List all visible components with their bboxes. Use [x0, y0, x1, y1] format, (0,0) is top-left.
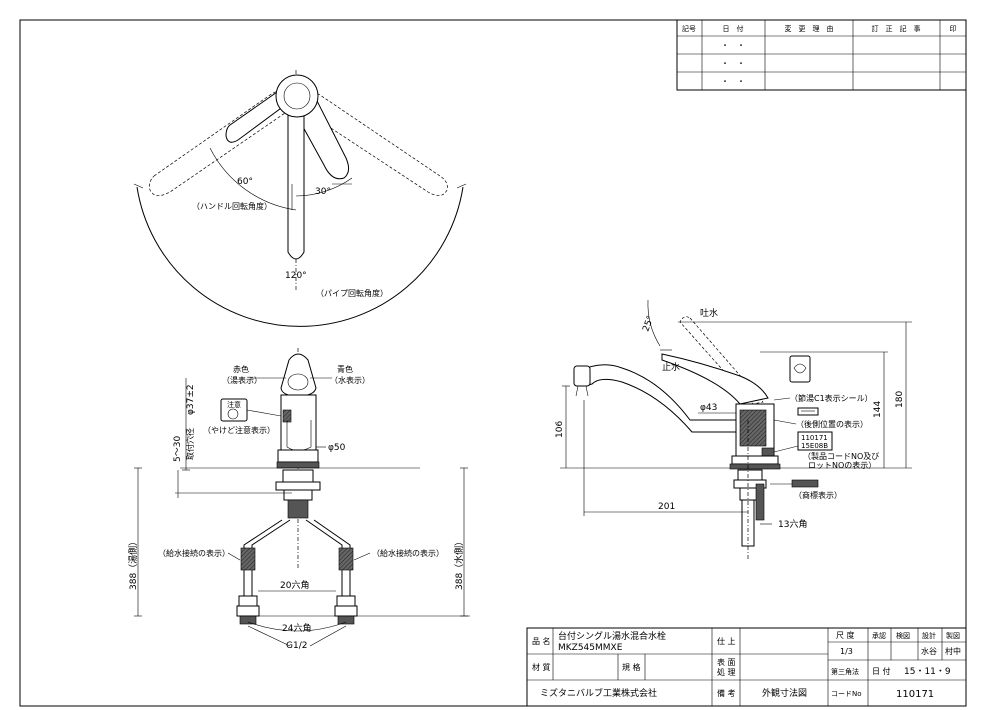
red-label: 赤色 [233, 364, 249, 374]
handle-left-ghost [149, 89, 295, 196]
pipe-rotation-arc [136, 186, 464, 327]
rev-header-seal: 印 [950, 25, 957, 33]
trademark-icon [791, 479, 819, 488]
supply-pipe-right [305, 519, 343, 600]
tb-material-label: 材 質 [532, 662, 551, 672]
rev-header-date: 日 付 [723, 24, 744, 33]
tb-code-value: 110171 [896, 689, 934, 700]
angle-60: 60° [237, 177, 253, 187]
tb-check-label: 検図 [896, 631, 910, 640]
dim-13hex: 13六角 [778, 518, 807, 530]
angle-120: 120° [285, 271, 307, 281]
front-view: 注意 赤色 （湯表示） 青色 （水表示） （やけど注意表示） φ37±2 取付穴… [127, 348, 470, 651]
blue-sub: （水表示） [330, 375, 370, 385]
dim-d50: φ50 [328, 443, 346, 453]
tb-remarks-label: 備 考 [717, 688, 736, 698]
tb-date-label: 日 付 [872, 666, 891, 676]
tb-name-value-1: 台付シングル湯水混合水栓 [558, 630, 666, 642]
rev-row-2-date: ・ ・ [721, 59, 745, 68]
seal-icon [789, 355, 811, 383]
supply-pipe-left [243, 519, 283, 600]
dim-d43: φ43 [700, 403, 717, 413]
red-sub: （湯表示） [222, 375, 262, 385]
rev-header-reason: 変 更 理 由 [785, 24, 834, 33]
dim-144: 144 [873, 401, 883, 418]
dim-d37: φ37±2 [186, 384, 196, 415]
angle-25: 25° [641, 315, 656, 333]
trademark-note: （商標表示） [794, 490, 842, 500]
supply-note-right: （給水接続の表示） [372, 548, 444, 558]
rear-note: （後側位置の表示） [796, 419, 868, 429]
dim-180: 180 [895, 391, 905, 408]
tb-surface-label-2: 処 理 [717, 667, 736, 677]
spout-label: 吐水 [700, 307, 718, 319]
dim-201: 201 [658, 502, 675, 512]
rear-marker-icon [797, 407, 819, 416]
dim-106: 106 [555, 421, 565, 438]
tb-surface-label-1: 表 面 [717, 657, 736, 667]
tb-date-value: 15・11・9 [904, 667, 951, 677]
tb-remarks-value: 外観寸法図 [762, 687, 807, 699]
tb-name-label: 品 名 [532, 636, 551, 646]
tb-company: ミズタニバルブ工業株式会社 [540, 687, 657, 699]
seal-note: （節湯C1表示シール） [790, 393, 873, 403]
side-handle-closed [661, 353, 769, 405]
dim-388-hot: 388（湯側） [127, 537, 139, 590]
stop-label: 止水 [662, 361, 680, 373]
tb-scale-value: 1/3 [840, 647, 853, 656]
spout-top [287, 101, 305, 260]
tb-design-label: 設計 [922, 631, 936, 640]
tb-projection: 第三角法 [831, 667, 859, 676]
tb-code-label: コードNo [831, 690, 862, 698]
code-note-2: ロットNOの表示） [808, 460, 876, 470]
tb-spec-label: 規 格 [622, 662, 641, 672]
dim-388-cold: 388（水側） [453, 537, 465, 590]
burn-note: （やけど注意表示） [203, 425, 275, 435]
side-handle-open [679, 316, 764, 405]
rev-header-note: 訂 正 記 事 [872, 24, 921, 33]
revision-table: 記号 日 付 変 更 理 由 訂 正 記 事 印 ・ ・ ・ ・ ・ ・ [676, 19, 967, 91]
side-view: 吐水 止水 25° φ43 106 144 180 201 13六角 （節湯C1… [555, 299, 912, 560]
rev-header-mark: 記号 [682, 24, 696, 33]
rev-row-1-date: ・ ・ [721, 41, 745, 50]
blue-label: 青色 [337, 364, 353, 374]
handle-knob [275, 74, 319, 118]
title-block: 品 名 台付シングル湯水混合水栓 MKZ545MMXE 仕 上 材 質 規 格 … [526, 627, 967, 707]
side-spout [577, 364, 741, 433]
code-box-line1: 110171 [801, 434, 828, 442]
burn-badge-text: 注意 [227, 400, 241, 409]
tb-approve-label: 承認 [872, 631, 886, 640]
tb-scale-label: 尺 度 [836, 630, 855, 640]
code-box-line2: 15E08B [801, 442, 828, 450]
code-note-1: （製品コードNO及び [803, 451, 879, 461]
tb-designer: 水谷 [921, 646, 937, 656]
tb-drafter: 村中 [945, 646, 961, 656]
supply-note-left: （給水接続の表示） [158, 548, 230, 558]
dim-mount-hole: 取付穴径 [185, 428, 195, 460]
tb-name-value-2: MKZ545MMXE [558, 643, 623, 653]
rev-row-3-date: ・ ・ [721, 77, 745, 86]
dim-g12: G1/2 [286, 641, 307, 651]
top-view: 60° 30° 120° （ハンドル回転角度） （パイプ回転角度） [133, 70, 467, 327]
angle-30: 30° [315, 187, 331, 197]
dim-24hex: 24六角 [282, 622, 311, 634]
dim-5-30: 5～30 [173, 436, 183, 462]
tb-shiage-label: 仕 上 [717, 636, 736, 646]
handle-angle-note: （ハンドル回転角度） [192, 201, 272, 211]
pipe-angle-note: （パイプ回転角度） [316, 288, 388, 298]
tb-draw-label: 製図 [946, 631, 960, 640]
code-box [797, 431, 833, 451]
sheet-border [19, 19, 967, 707]
dim-20hex: 20六角 [280, 579, 309, 591]
